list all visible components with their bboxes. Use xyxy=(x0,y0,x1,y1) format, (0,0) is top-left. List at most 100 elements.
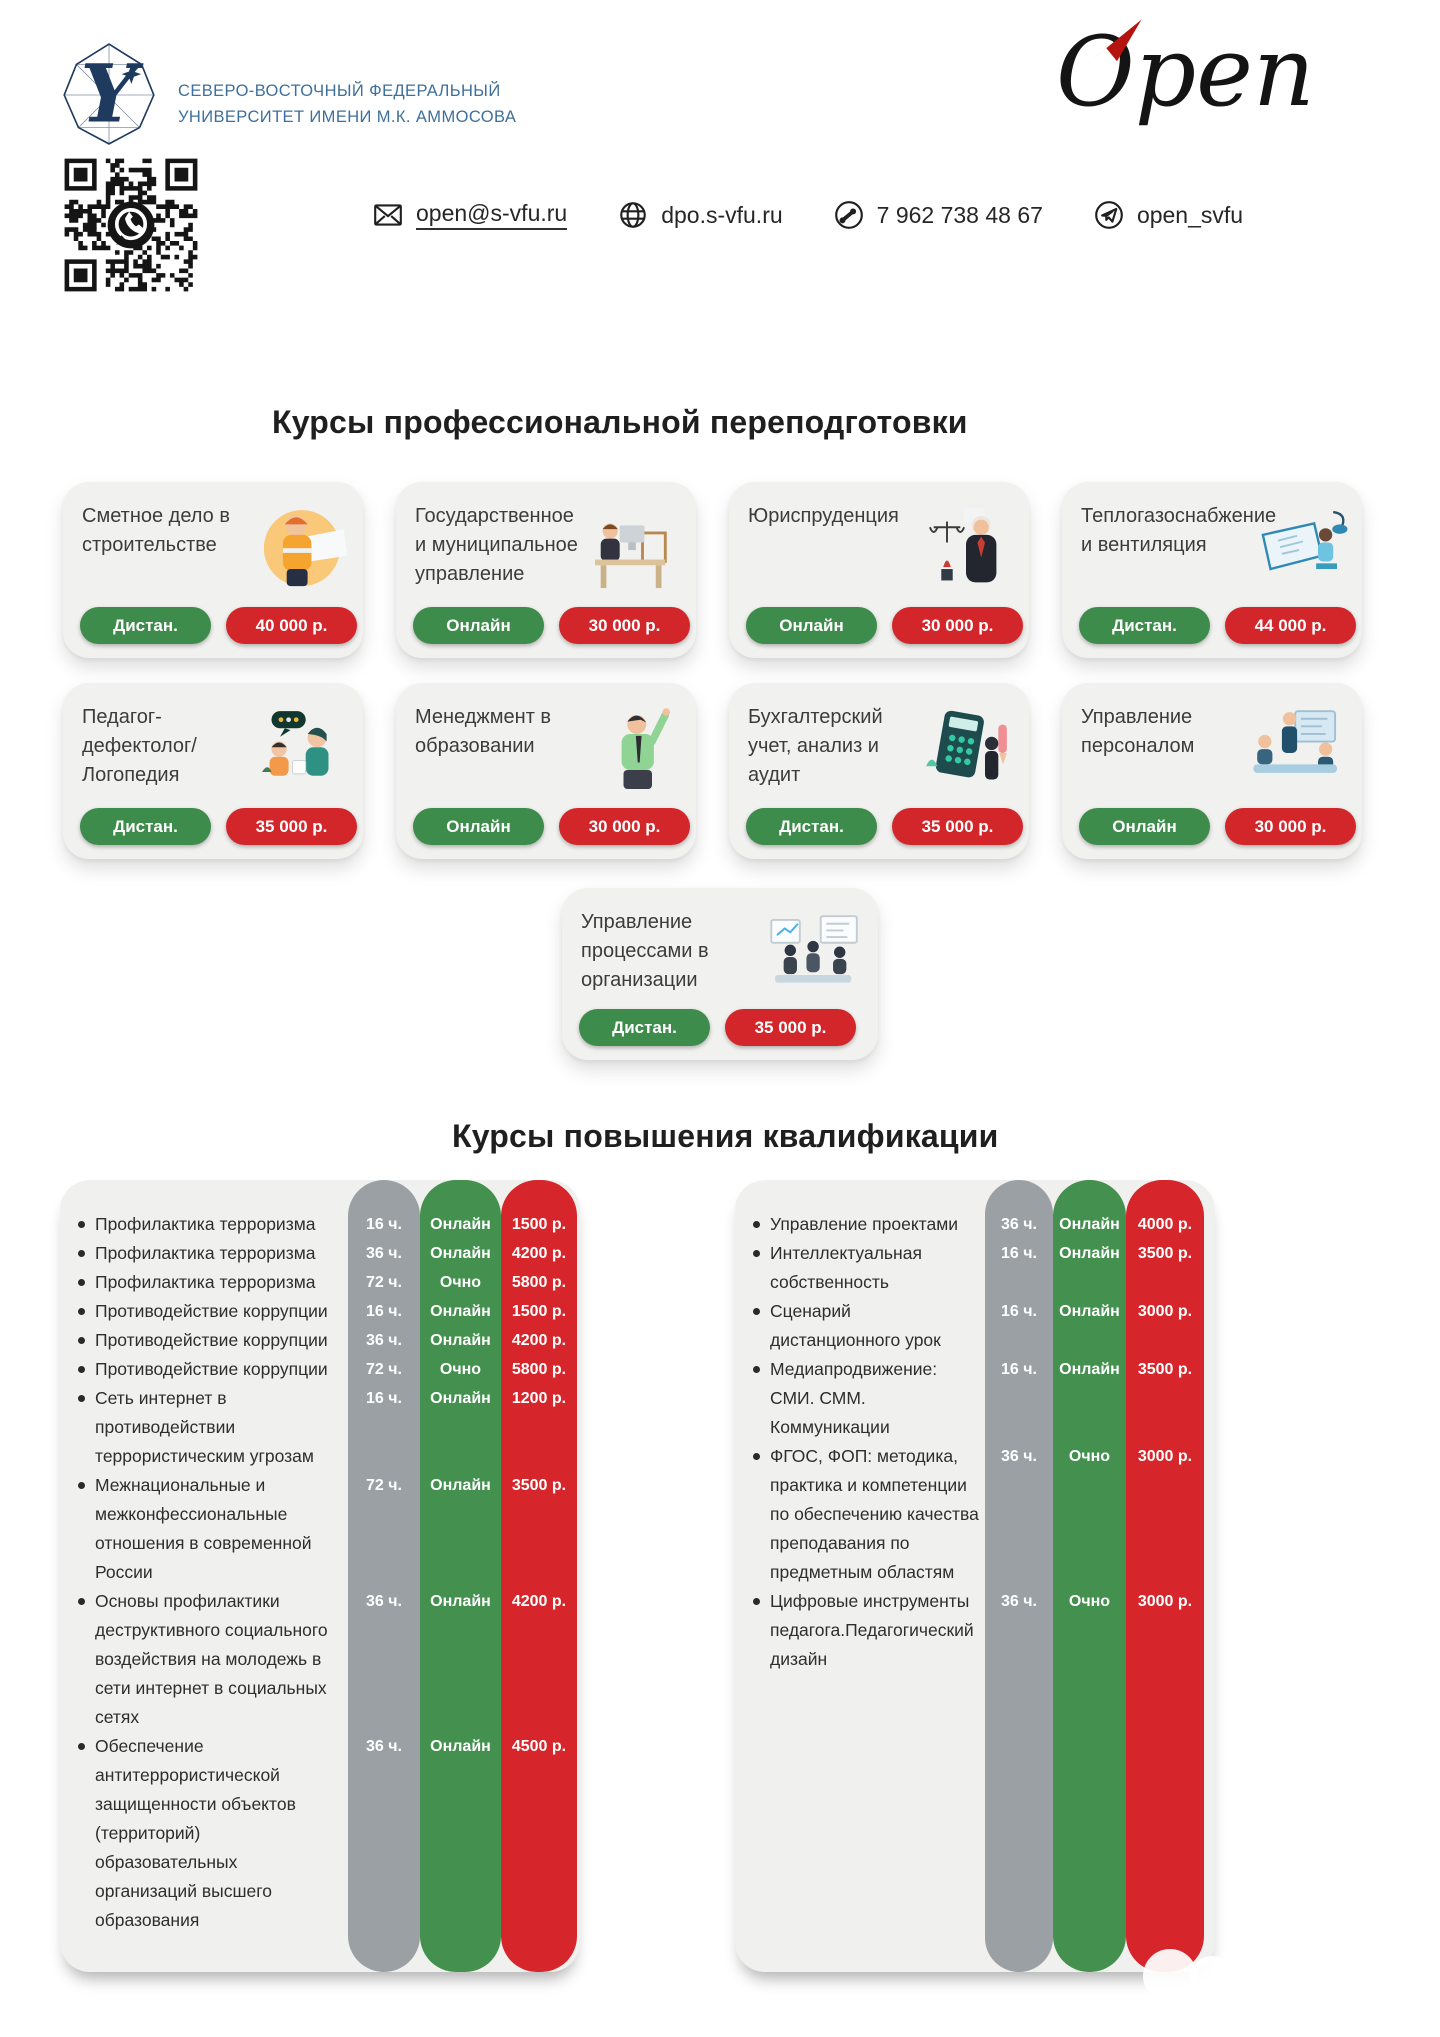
course-row: ФГОС, ФОП: методика, практика и компетен… xyxy=(735,1442,1215,1587)
course-card-defektolog: Педагог-дефектолог/Логопедия Дистан. 35 … xyxy=(63,683,363,859)
course-row-hours: 36 ч. xyxy=(366,1332,402,1349)
format-badge: Дистан. xyxy=(579,1009,710,1046)
course-title: Педагог-дефектолог/Логопедия xyxy=(82,706,197,786)
qr-code xyxy=(60,154,202,296)
contact-email[interactable]: open@s-vfu.ru xyxy=(372,199,568,231)
course-row: Профилактика терроризма 72 ч. Очно 5800 … xyxy=(60,1268,580,1297)
course-title: Менеджмент в образовании xyxy=(415,706,552,757)
brand-wordmark: Open xyxy=(1056,16,1315,128)
course-row-title: Управление проектами xyxy=(750,1210,985,1239)
format-badge: Онлайн xyxy=(1079,808,1210,845)
format-badge: Дистан. xyxy=(80,607,211,644)
qualification-section-title: Курсы повышения квалификации xyxy=(452,1118,999,1154)
course-row-format: Очно xyxy=(1068,1593,1111,1610)
format-badge: Онлайн xyxy=(413,808,544,845)
course-row-format: Очно xyxy=(1068,1448,1111,1465)
course-row-price: 1500 р. xyxy=(511,1216,567,1233)
phone-number[interactable]: 7 962 738 48 67 xyxy=(876,201,1043,228)
university-name-line2: УНИВЕРСИТЕТ ИМЕНИ М.К. АММОСОВА xyxy=(178,108,517,126)
course-row-format: Онлайн xyxy=(1059,1216,1120,1233)
price-column xyxy=(1126,1180,1204,1972)
construction-worker-illustration xyxy=(263,510,348,587)
price-badge: 30 000 р. xyxy=(559,607,690,644)
course-row-format: Онлайн xyxy=(1059,1245,1120,1262)
course-row-hours: 36 ч. xyxy=(1001,1216,1037,1233)
course-row-price: 5800 р. xyxy=(511,1361,567,1378)
price-badge: 30 000 р. xyxy=(559,808,690,845)
course-row-format: Очно xyxy=(439,1361,482,1378)
course-row-price: 4000 р. xyxy=(1137,1216,1193,1233)
course-row-title: Профилактика терроризма xyxy=(75,1268,348,1297)
course-title: Теплогазоснабжение и вентиляция xyxy=(1081,505,1277,556)
course-row-price: 3500 р. xyxy=(1137,1245,1193,1262)
course-row-hours: 16 ч. xyxy=(1001,1303,1037,1320)
course-row-hours: 36 ч. xyxy=(366,1593,402,1610)
website-link[interactable]: dpo.s-vfu.ru xyxy=(661,201,783,228)
course-row-hours: 72 ч. xyxy=(366,1477,402,1494)
format-badge: Онлайн xyxy=(746,607,877,644)
course-row-title: Противодействие коррупции xyxy=(75,1326,348,1355)
course-row: Интеллектуальная собственность 16 ч. Онл… xyxy=(735,1239,1215,1297)
contact-website[interactable]: dpo.s-vfu.ru xyxy=(617,199,783,231)
course-row-price: 3000 р. xyxy=(1137,1448,1193,1465)
university-logo: Y xyxy=(63,43,155,145)
course-row: Обеспечение антитеррористической защищен… xyxy=(60,1732,580,1935)
price-badge: 30 000 р. xyxy=(1225,808,1356,845)
price-badge: 35 000 р. xyxy=(725,1009,856,1046)
course-row-price: 3000 р. xyxy=(1137,1303,1193,1320)
course-row-price: 3000 р. xyxy=(1137,1593,1193,1610)
course-row-title: Сеть интернет в противодействии террорис… xyxy=(75,1384,348,1471)
course-row: Межнациональные и межконфессиональные от… xyxy=(60,1471,580,1587)
course-row-title: Обеспечение антитеррористической защищен… xyxy=(75,1732,348,1935)
globe-icon xyxy=(620,202,647,228)
qualification-panel-right: Управление проектами 36 ч. Онлайн 4000 р… xyxy=(735,1180,1215,1972)
speech-therapist-with-child-illustration xyxy=(262,711,329,776)
price-badge: 30 000 р. xyxy=(892,607,1023,644)
page-watermark xyxy=(1189,1956,1235,2002)
course-row-price: 4200 р. xyxy=(511,1332,567,1349)
format-column xyxy=(420,1180,501,1972)
engineer-drafting-illustration xyxy=(1261,510,1348,571)
office-team-illustration xyxy=(770,915,858,983)
course-card-jurisprudence: Юриспруденция Онлайн 30 000 р. xyxy=(729,482,1029,658)
price-badge: 35 000 р. xyxy=(892,808,1023,845)
retraining-section-title: Курсы профессиональной переподготовки xyxy=(272,404,968,440)
course-row-format: Онлайн xyxy=(1059,1361,1120,1378)
qualification-panel-left: Профилактика терроризма 16 ч. Онлайн 150… xyxy=(60,1180,580,1972)
email-link[interactable]: open@s-vfu.ru xyxy=(416,200,568,230)
course-card-smetnoe-delo: Сметное дело в строительстве Дистан. 40 … xyxy=(63,482,363,658)
course-row-hours: 16 ч. xyxy=(1001,1245,1037,1262)
course-row-title: ФГОС, ФОП: методика, практика и компетен… xyxy=(750,1442,985,1587)
course-row: Основы профилактики деструктивного социа… xyxy=(60,1587,580,1732)
course-row-hours: 36 ч. xyxy=(366,1738,402,1755)
format-badge: Дистан. xyxy=(1079,607,1210,644)
course-row-price: 4200 р. xyxy=(511,1245,567,1262)
price-badge: 40 000 р. xyxy=(226,607,357,644)
course-row-hours: 72 ч. xyxy=(366,1274,402,1291)
format-badge: Дистан. xyxy=(746,808,877,845)
page-watermark xyxy=(1143,1949,1197,2003)
course-row-title: Межнациональные и межконфессиональные от… xyxy=(75,1471,348,1587)
course-row-title: Противодействие коррупции xyxy=(75,1355,348,1384)
price-badge: 35 000 р. xyxy=(226,808,357,845)
course-row-price: 1500 р. xyxy=(511,1303,567,1320)
course-row: Сеть интернет в противодействии террорис… xyxy=(60,1384,580,1471)
course-row-format: Онлайн xyxy=(430,1593,491,1610)
course-row-format: Онлайн xyxy=(430,1245,491,1262)
telegram-handle[interactable]: open_svfu xyxy=(1136,201,1244,228)
course-row-title: Профилактика терроризма xyxy=(75,1210,348,1239)
teacher-pointing-illustration xyxy=(621,708,671,790)
price-badge: 44 000 р. xyxy=(1225,607,1356,644)
lawyer-with-scales-illustration xyxy=(929,508,997,583)
contact-phone[interactable]: 7 962 738 48 67 xyxy=(833,199,1043,231)
course-row-format: Онлайн xyxy=(430,1303,491,1320)
course-row-title: Интеллектуальная собственность xyxy=(750,1239,985,1297)
course-row-hours: 16 ч. xyxy=(366,1216,402,1233)
course-row-hours: 36 ч. xyxy=(1001,1593,1037,1610)
phone-icon xyxy=(834,201,863,229)
course-row-price: 3500 р. xyxy=(511,1477,567,1494)
clerk-at-desk-illustration xyxy=(595,523,667,589)
price-column xyxy=(501,1180,577,1972)
course-row-title: Противодействие коррупции xyxy=(75,1297,348,1326)
contact-telegram[interactable]: open_svfu xyxy=(1093,199,1243,231)
